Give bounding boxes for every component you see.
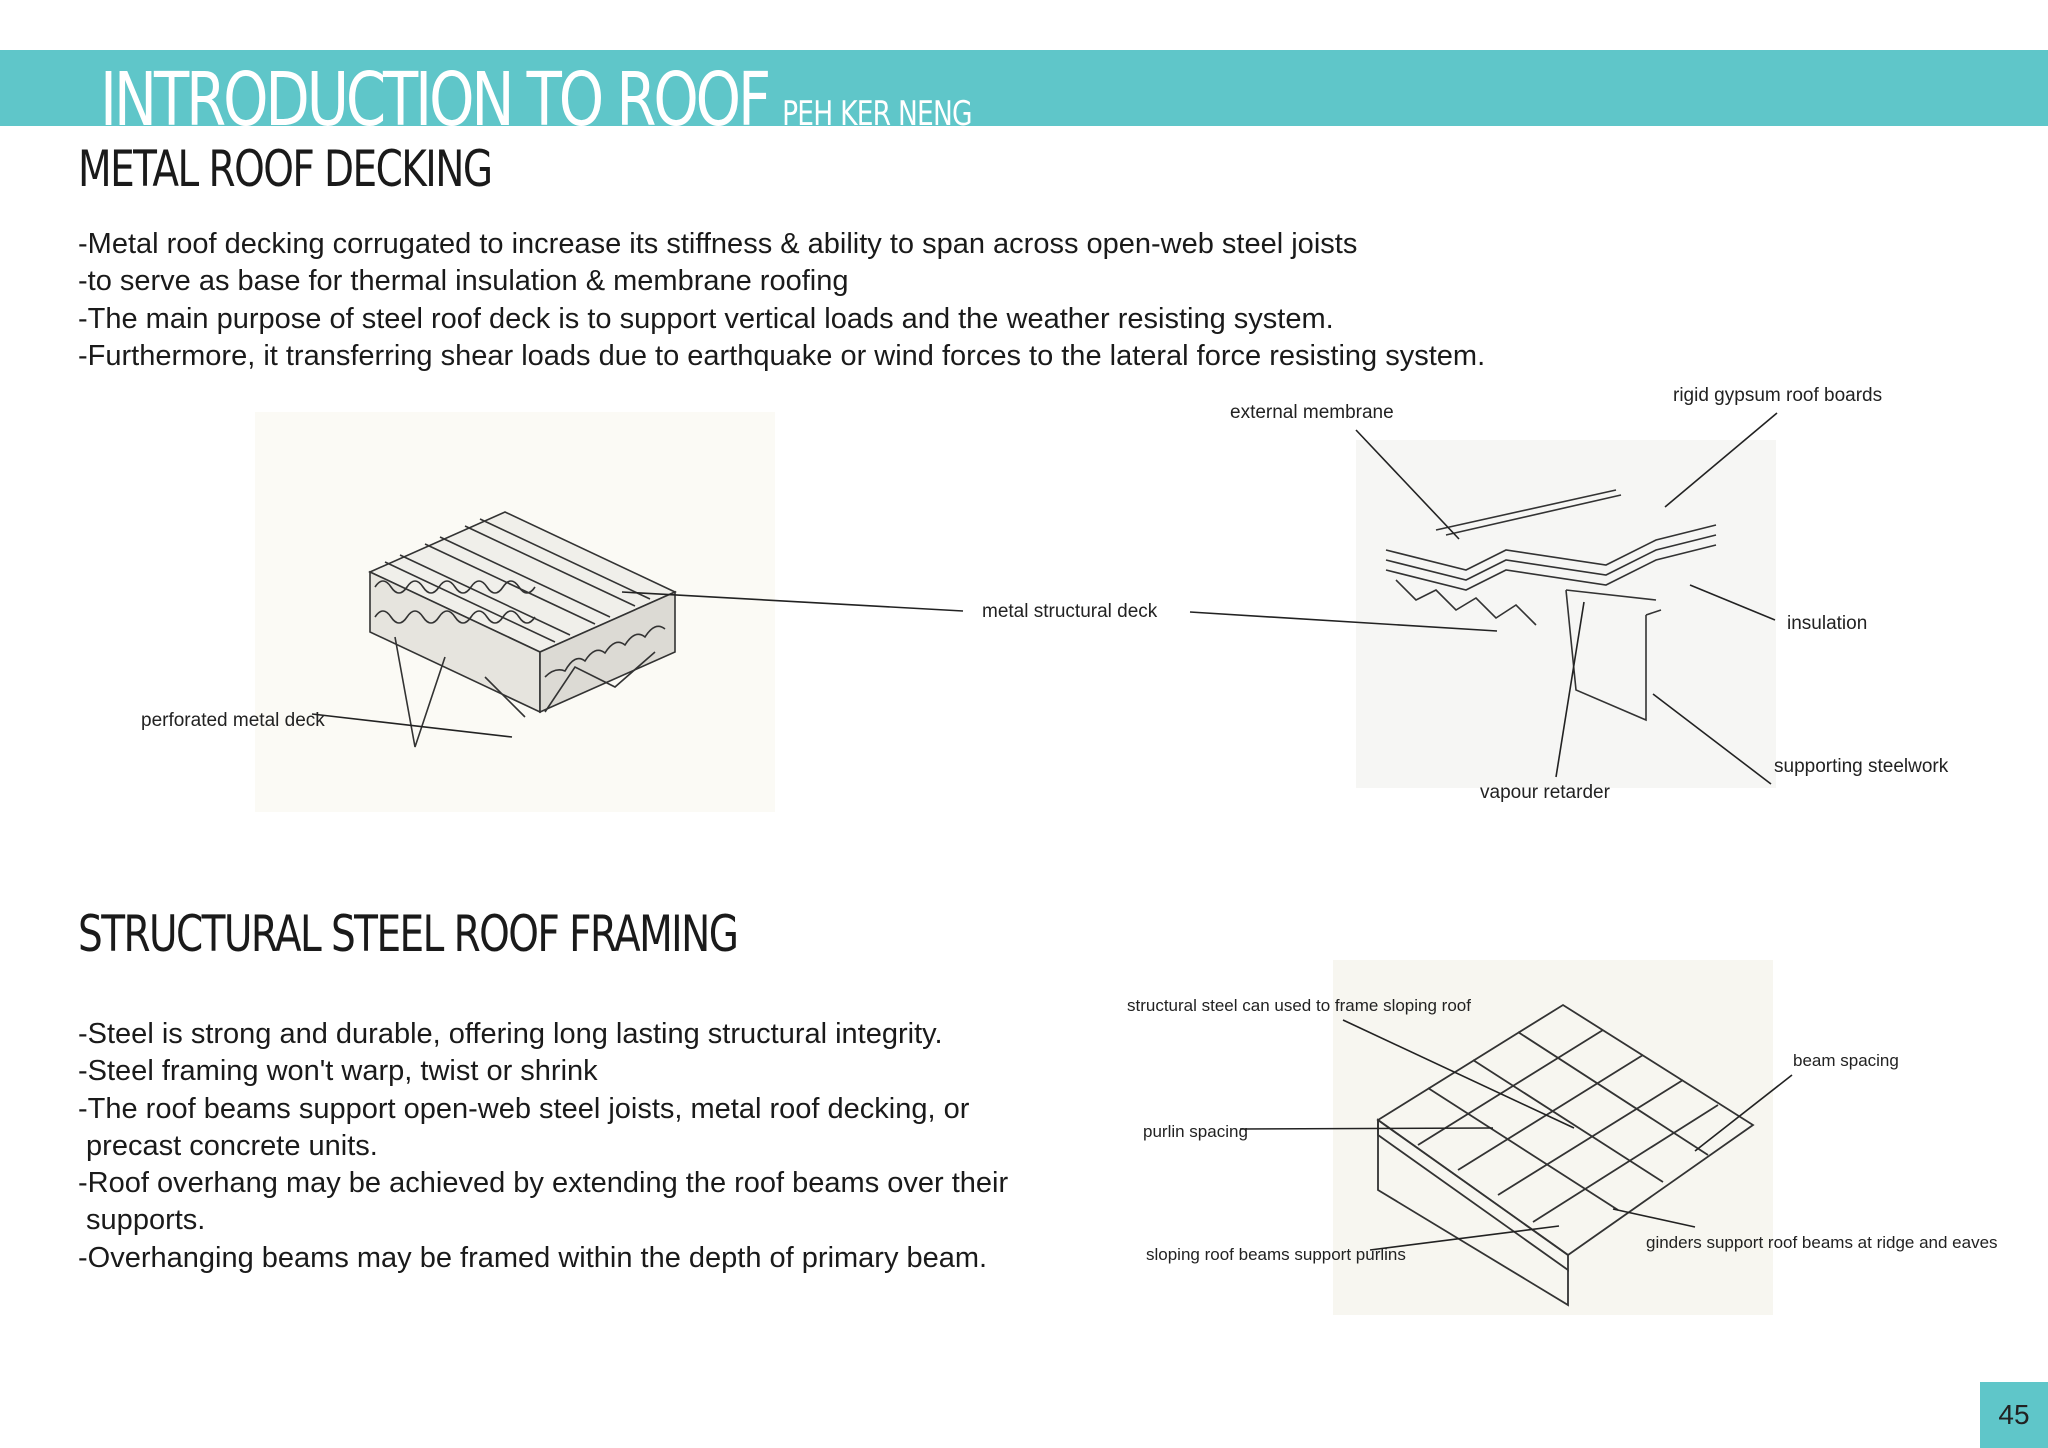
label-purlin-spacing: purlin spacing xyxy=(1143,1122,1248,1141)
section2-line: -Steel is strong and durable, offering l… xyxy=(78,1018,943,1050)
label-metal-structural-deck: metal structural deck xyxy=(982,601,1158,622)
section-heading-metal-roof-decking: METAL ROOF DECKING xyxy=(78,140,493,198)
label-vapour-retarder: vapour retarder xyxy=(1480,782,1610,803)
page-title: INTRODUCTION TO ROOF PEH KER NENG xyxy=(100,52,973,126)
label-external-membrane: external membrane xyxy=(1230,402,1394,423)
roof-deck-detail-sketch xyxy=(1356,440,1776,788)
section1-paragraph: -Metal roof decking corrugated to increa… xyxy=(78,226,1485,375)
label-sloping-roof-beams: sloping roof beams support purlins xyxy=(1146,1245,1406,1264)
label-supporting-steelwork: supporting steelwork xyxy=(1774,756,1949,777)
section1-line: -to serve as base for thermal insulation… xyxy=(78,265,849,298)
label-rigid-gypsum: rigid gypsum roof boards xyxy=(1673,385,1883,406)
section2-line: -Steel framing won't warp, twist or shri… xyxy=(78,1055,598,1088)
section2-line: precast concrete units. xyxy=(78,1129,378,1162)
section2-line: -Overhanging beams may be framed within … xyxy=(78,1241,988,1274)
page-number: 45 xyxy=(1980,1382,2048,1448)
perforated-deck-sketch xyxy=(255,412,775,812)
section1-line: -Metal roof decking corrugated to increa… xyxy=(78,228,1358,260)
section2-line: -Roof overhang may be achieved by extend… xyxy=(78,1167,1009,1200)
title-banner: INTRODUCTION TO ROOF PEH KER NENG xyxy=(0,50,2048,126)
label-ginders: ginders support roof beams at ridge and … xyxy=(1646,1233,1998,1252)
page-title-text: INTRODUCTION TO ROOF xyxy=(100,57,771,126)
label-insulation: insulation xyxy=(1787,613,1868,634)
section1-line: -The main purpose of steel roof deck is … xyxy=(78,302,1334,335)
author-name: PEH KER NENG xyxy=(782,94,973,126)
section2-paragraph: -Steel is strong and durable, offering l… xyxy=(78,1016,1008,1277)
label-frame-sloping-roof: structural steel can used to frame slopi… xyxy=(1127,996,1471,1015)
section-heading-structural-steel-roof-framing: STRUCTURAL STEEL ROOF FRAMING xyxy=(78,905,739,963)
label-perforated-metal-deck: perforated metal deck xyxy=(141,710,325,731)
section2-line: -The roof beams support open-web steel j… xyxy=(78,1092,970,1125)
section1-line: -Furthermore, it transferring shear load… xyxy=(78,339,1486,372)
section2-line: supports. xyxy=(78,1204,206,1237)
label-beam-spacing: beam spacing xyxy=(1793,1051,1899,1070)
